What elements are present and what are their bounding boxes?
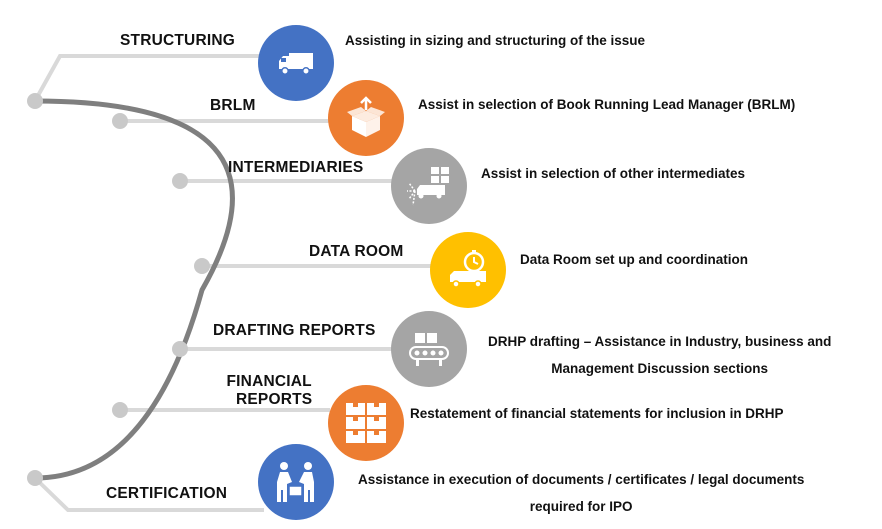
top-connector-line	[33, 54, 262, 102]
step-label-financial-reports: FINANCIAL REPORTS	[226, 373, 313, 409]
step-description-certification-line-1: Assistance in execution of documents / c…	[358, 472, 805, 487]
step-description-drafting-line-1: DRHP drafting – Assistance in Industry, …	[488, 334, 832, 349]
step-description-drafting-reports: DRHP drafting – Assistance in Industry, …	[488, 328, 831, 382]
delivery-truck-icon	[279, 53, 313, 75]
arc-dot-data-room	[194, 258, 210, 274]
conveyor-belt-icon	[409, 333, 449, 366]
step-description-structuring: Assisting in sizing and structuring of t…	[345, 33, 646, 48]
step-label-financial-line-2: REPORTS	[236, 391, 313, 408]
arc-dot-financial-reports	[112, 402, 128, 418]
distribution-network-icon	[407, 167, 449, 206]
step-description-brlm: Assist in selection of Book Running Lead…	[418, 97, 796, 112]
step-label-certification: CERTIFICATION	[106, 485, 228, 502]
step-description-intermediaries: Assist in selection of other intermediat…	[481, 166, 746, 181]
step-circle-intermediaries	[391, 148, 467, 224]
step-label-structuring: STRUCTURING	[120, 32, 235, 49]
step-circle-data-room	[430, 232, 506, 308]
stacked-boxes-icon	[346, 403, 386, 443]
handover-icon	[277, 462, 314, 502]
step-label-drafting-reports: DRAFTING REPORTS	[213, 322, 376, 339]
step-description-financial-reports: Restatement of financial statements for …	[410, 406, 784, 421]
step-description-certification: Assistance in execution of documents / c…	[358, 466, 804, 520]
arc-dot-drafting-reports	[172, 341, 188, 357]
timed-delivery-icon	[450, 250, 486, 288]
step-description-certification-line-2: required for IPO	[529, 499, 633, 514]
bottom-connector-line	[33, 476, 264, 512]
open-box-icon	[347, 96, 385, 137]
main-arc	[34, 98, 235, 481]
step-circle-brlm	[328, 80, 404, 156]
step-label-brlm: BRLM	[210, 97, 256, 114]
arc-dot-intermediaries	[172, 173, 188, 189]
step-label-data-room: DATA ROOM	[309, 243, 404, 260]
step-label-intermediaries: INTERMEDIARIES	[228, 159, 364, 176]
step-circle-structuring	[258, 25, 334, 101]
arc-dot-top	[27, 93, 43, 109]
step-description-data-room: Data Room set up and coordination	[520, 252, 749, 267]
step-label-financial-line-1: FINANCIAL	[226, 373, 312, 390]
step-circle-drafting-reports	[391, 311, 467, 387]
step-description-drafting-line-2: Management Discussion sections	[551, 361, 769, 376]
arc-dot-brlm	[112, 113, 128, 129]
arc-dot-bottom	[27, 470, 43, 486]
step-circle-financial-reports	[328, 385, 404, 461]
step-circle-certification	[258, 444, 334, 520]
